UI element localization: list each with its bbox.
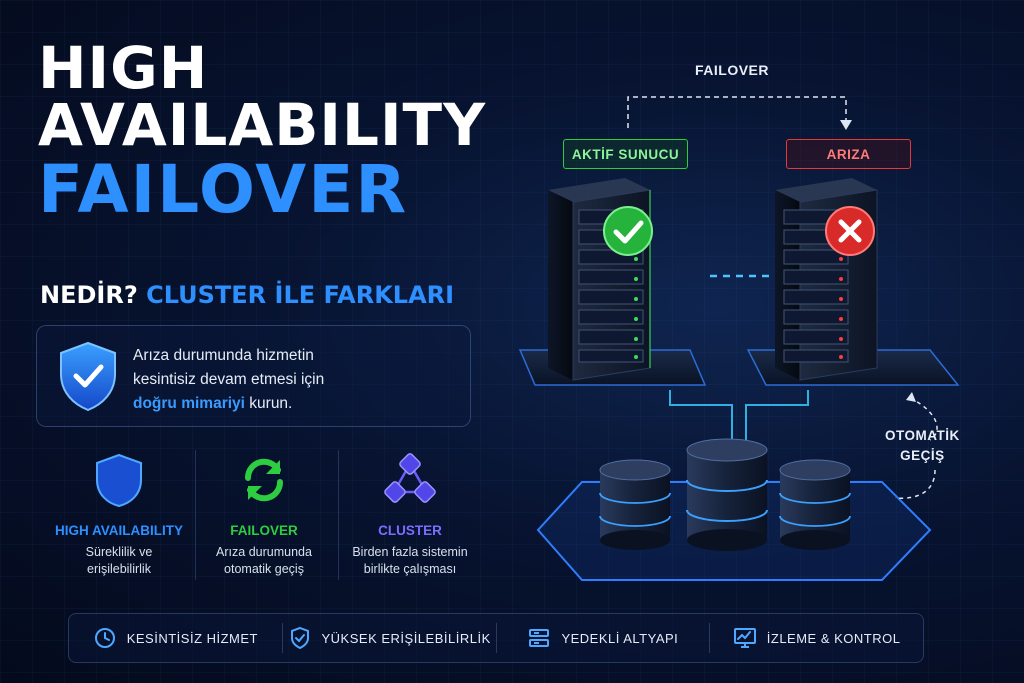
info-line-2: kesintisiz devam etmesi için [133,371,325,388]
bottom-label: YEDEKLİ ALTYAPI [561,630,679,646]
feature-title: FAILOVER [230,523,298,538]
title-line-1: HIGH [38,34,209,102]
bottom-item-availability: YÜKSEK ERİŞİLEBİLİRLİK [283,614,496,662]
divider [338,450,339,580]
bottom-item-monitoring: İZLEME & KONTROL [710,614,923,662]
failover-arrow [627,96,847,128]
feature-desc-2: birlikte çalışması [363,562,457,576]
info-text: Arıza durumunda hizmetin kesintisiz deva… [133,344,324,416]
database-left [599,459,671,550]
auto-switch-line-2: GEÇİŞ [900,448,945,463]
shield-icon [96,453,142,508]
info-highlight: doğru mimariyi [133,395,245,412]
info-box: Arıza durumunda hizmetin kesintisiz deva… [36,325,471,427]
monitor-icon [733,628,756,648]
auto-switch-line-1: OTOMATİK [885,428,960,443]
active-server-label: AKTİF SUNUCU [563,139,688,169]
subtitle-white: NEDİR? [40,281,138,309]
bottom-item-uninterrupted: KESİNTİSİZ HİZMET [69,614,282,662]
auto-switch-label: OTOMATİK GEÇİŞ [885,426,960,466]
failover-label: FAILOVER [695,62,770,78]
divider [195,450,196,580]
feature-cluster: CLUSTER Birden fazla sistemin birlikte ç… [335,452,485,578]
bottom-label: İZLEME & KONTROL [766,630,901,646]
refresh-icon [244,458,284,502]
feature-desc-2: erişilebilirlik [87,562,151,576]
server-icon [529,629,550,647]
feature-title: CLUSTER [378,523,442,538]
feature-desc-1: Süreklilik ve [85,545,153,559]
info-line-3-rest: kurun. [249,395,293,412]
feature-failover: FAILOVER Arıza durumunda otomatik geçiş [189,452,339,578]
bottom-item-redundant: YEDEKLİ ALTYAPI [497,614,710,662]
failover-diagram: FAILOVER AKTİF SUNUCU ARIZA OTOMATİK GEÇ… [490,50,1010,610]
title-line-2: AVAILABILITY [38,90,487,159]
diagram-graphics [518,96,960,581]
shield-check-icon [60,341,116,412]
feature-desc-2: otomatik geçiş [224,562,304,576]
info-line-1: Arıza durumunda hizmetin [133,347,314,364]
title-line-3: FAILOVER [38,150,409,228]
feature-desc-1: Birden fazla sistemin [352,545,468,559]
auto-switch-arrow [894,469,936,499]
divider [281,623,283,653]
bottom-label: YÜKSEK ERİŞİLEBİLİRLİK [321,630,491,646]
shield-check-icon [290,626,309,650]
bottom-label: KESİNTİSİZ HİZMET [126,630,259,646]
subtitle: NEDİR? CLUSTER İLE FARKLARI [40,281,454,309]
check-icon [603,206,653,256]
feature-desc-1: Arıza durumunda [216,545,312,559]
bottom-bar: KESİNTİSİZ HİZMET YÜKSEK ERİŞİLEBİLİRLİK… [68,613,924,663]
info-line-3: doğru mimariyi kurun. [133,392,324,416]
subtitle-blue: CLUSTER İLE FARKLARI [146,281,455,309]
feature-title: HIGH AVAILABILITY [55,523,183,538]
database-center [686,438,768,551]
database-right [779,459,851,550]
feature-high-availability: HIGH AVAILABILITY Süreklilik ve erişileb… [44,452,194,578]
cluster-icon [384,453,436,503]
divider [709,623,711,653]
divider [495,623,497,653]
main-title: HIGH AVAILABILITY FAILOVER [38,34,487,228]
fail-server-label: ARIZA [786,139,911,169]
failed-server [775,178,878,381]
clock-icon [94,628,115,648]
